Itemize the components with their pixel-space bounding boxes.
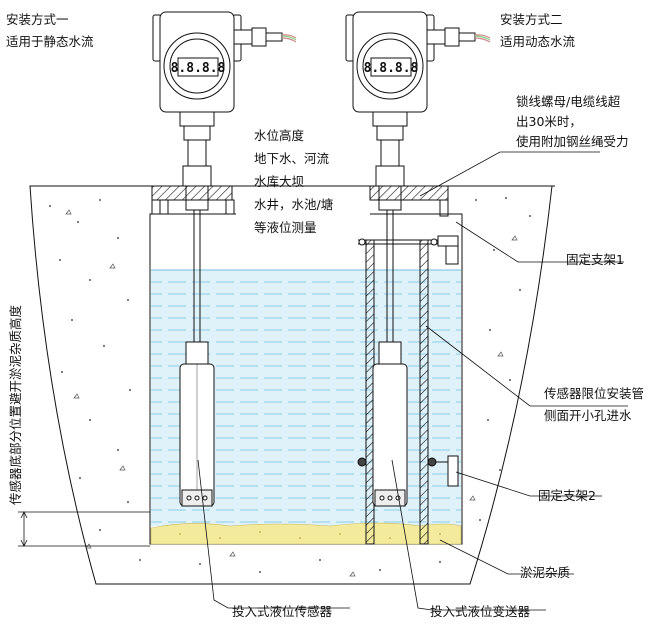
install-method-2-title: 安装方式二 xyxy=(500,12,563,27)
fixing-bracket-1-label: 固定支架1 xyxy=(566,252,624,267)
right-display-digits: 8.8.8.8 xyxy=(364,61,419,76)
labels: 安装方式一 适用于静态水流 安装方式二 适用动态水流 水位高度 地下水、河流 水… xyxy=(6,12,644,619)
right-transmitter-head xyxy=(345,11,491,211)
sensor-name-label: 投入式液位传感器 xyxy=(232,604,333,619)
install-method-1-desc: 适用于静态水流 xyxy=(6,34,94,49)
sludge-layer xyxy=(150,522,462,545)
application-line-1: 地下水、河流 xyxy=(254,151,330,166)
application-line-2: 水库大坝 xyxy=(254,174,304,189)
transmitter-name-label: 投入式液位变送器 xyxy=(430,604,531,619)
left-probe xyxy=(179,210,215,507)
left-display-digits: 8.8.8.8 xyxy=(171,61,226,76)
application-line-3: 水井，水池/塘 xyxy=(254,197,333,212)
limit-pipe-label-line-1: 传感器限位安装管 xyxy=(544,386,644,401)
limit-pipe-label-line-2: 侧面开小孔进水 xyxy=(544,408,632,423)
lock-nut-note-line-1: 锁线螺母/电缆线超 xyxy=(516,94,621,109)
sludge-texture xyxy=(179,531,441,539)
vertical-note: 传感器底部分位置避开淤泥杂质高度 xyxy=(8,304,23,505)
application-line-4: 等液位测量 xyxy=(254,220,317,235)
lock-nut-note-line-2: 出30米时， xyxy=(516,114,582,129)
water-level-height-label: 水位高度 xyxy=(254,128,305,143)
leader-lines xyxy=(197,151,628,611)
install-method-2-desc: 适用动态水流 xyxy=(500,34,576,49)
right-mounting-flange xyxy=(369,185,449,217)
sludge-label: 淤泥杂质 xyxy=(520,565,570,580)
install-method-1-title: 安装方式一 xyxy=(6,12,69,27)
fixing-bracket-2-label: 固定支架2 xyxy=(538,488,596,503)
concrete-texture xyxy=(49,197,531,577)
lock-nut-note-line-3: 使用附加钢丝绳受力 xyxy=(516,134,629,149)
height-dimension xyxy=(18,511,150,547)
right-probe xyxy=(372,210,408,507)
